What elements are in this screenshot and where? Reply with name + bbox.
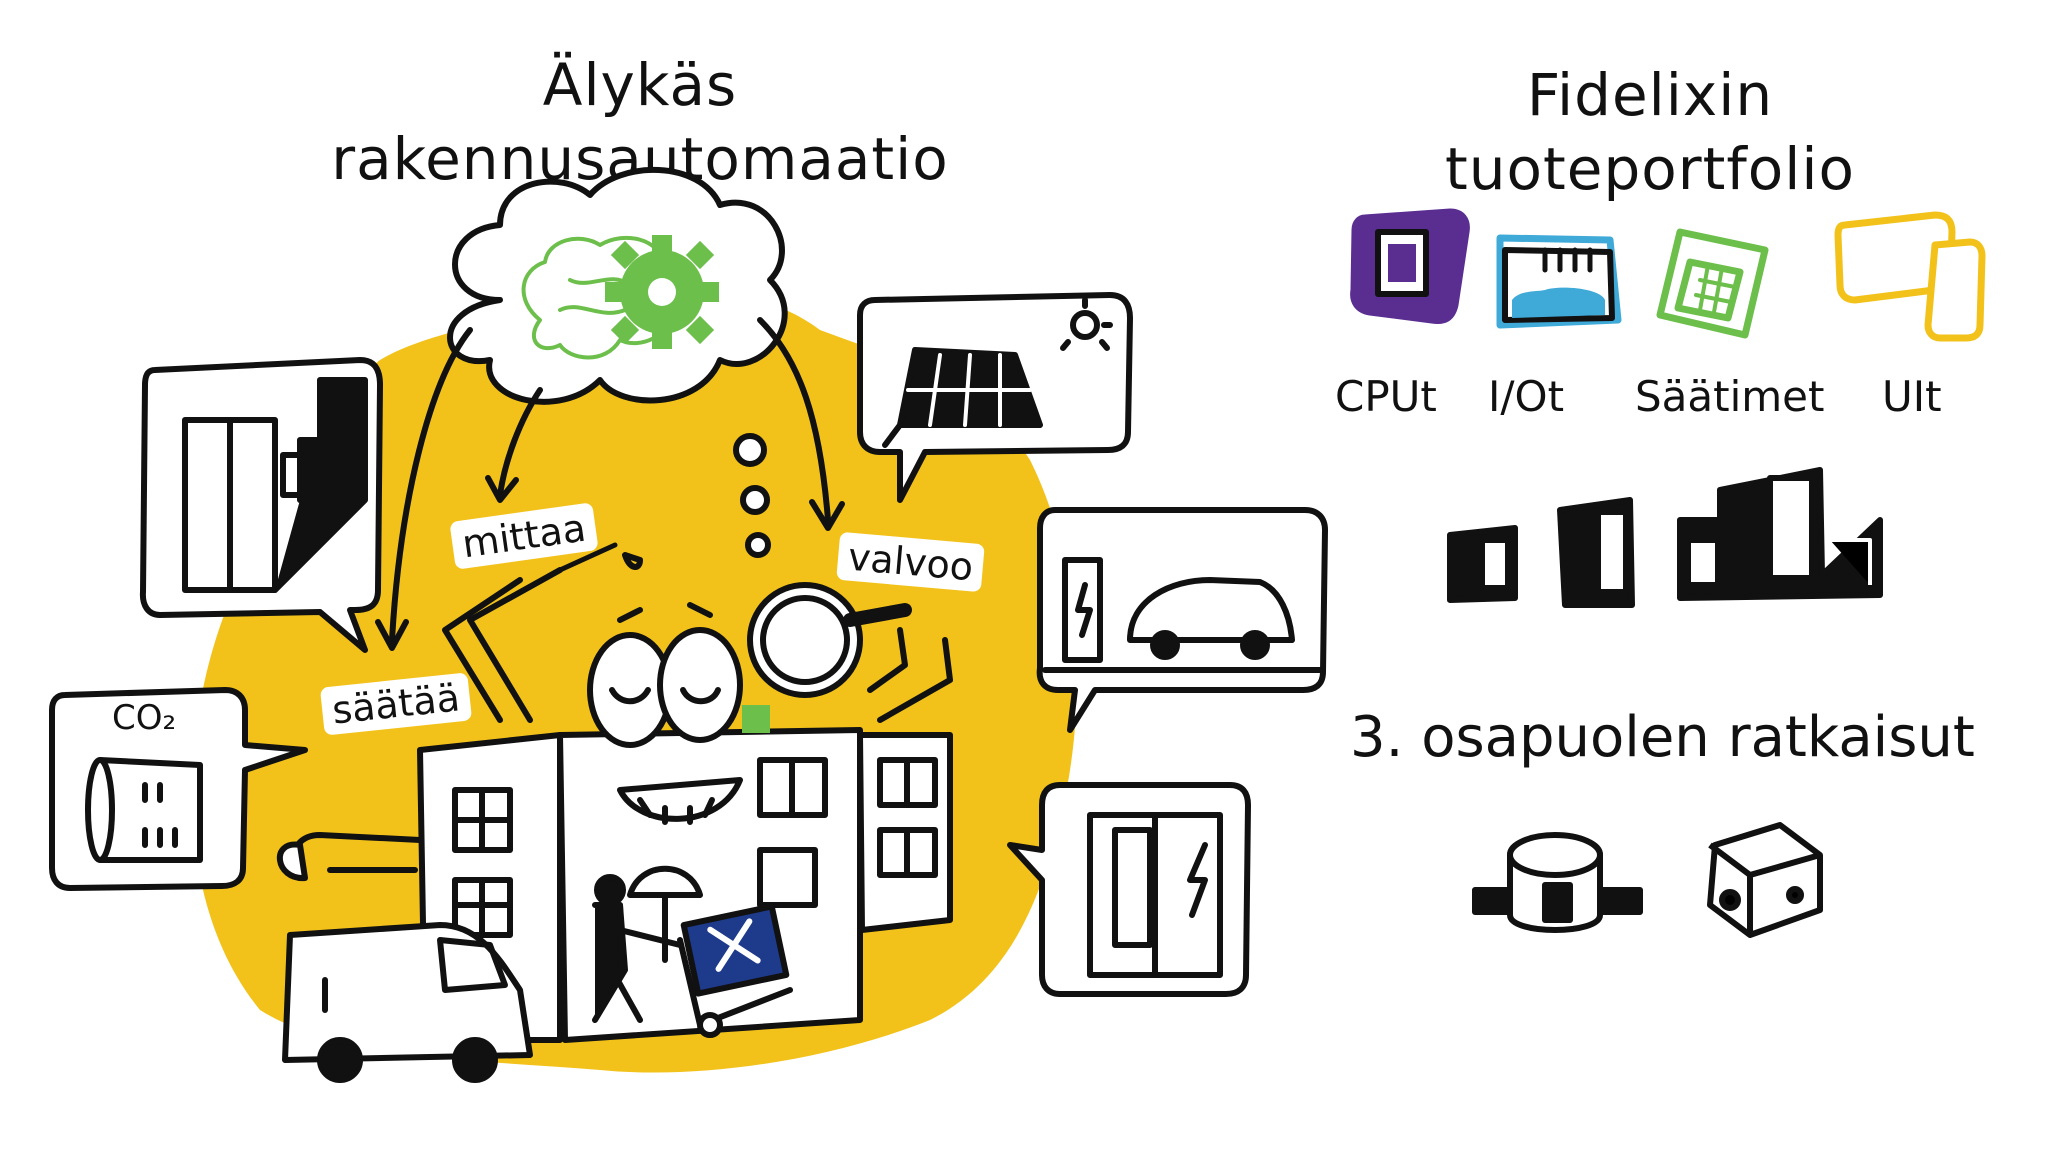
controller-icon (1656, 228, 1769, 339)
electrical-cabinet-speech-box-icon (1007, 782, 1251, 997)
left-title-line1: Älykäs (542, 51, 738, 119)
sensor-box-icon (1707, 822, 1823, 938)
product-label-ui: UIt (1882, 372, 1942, 421)
sensor-device-icon (1472, 832, 1643, 933)
right-title: Fidelixin tuoteportfolio (1390, 58, 1910, 206)
ev-charging-speech-box-icon (1036, 507, 1328, 733)
arrow-to-control (389, 327, 473, 643)
gear-icon (605, 235, 719, 349)
left-title: Älykäs rakennusautomaatio (250, 48, 1030, 196)
product-label-io: I/Ot (1488, 372, 1565, 421)
solar-panel-speech-box-icon (857, 292, 1133, 503)
co2-label: CO₂ (112, 698, 177, 738)
elevator-speech-box-icon (139, 357, 383, 653)
io-card-icon (1496, 234, 1622, 329)
van-icon (282, 922, 533, 1083)
buildings-icon (1447, 467, 1883, 608)
third-party-heading: 3. osapuolen ratkaisut (1350, 705, 1975, 770)
delivery-person-icon (592, 865, 793, 1038)
arrow-to-measure (497, 387, 543, 498)
right-title-line2: tuoteportfolio (1445, 135, 1855, 203)
cpu-icon (1350, 208, 1470, 324)
arrow-to-monitor (757, 317, 831, 523)
user-interface-icon (1834, 211, 1986, 342)
product-label-controllers: Säätimet (1635, 372, 1825, 421)
co2-tank-speech-box-icon (49, 687, 308, 891)
right-title-line1: Fidelixin (1526, 61, 1774, 129)
product-label-cpu: CPUt (1335, 372, 1437, 421)
